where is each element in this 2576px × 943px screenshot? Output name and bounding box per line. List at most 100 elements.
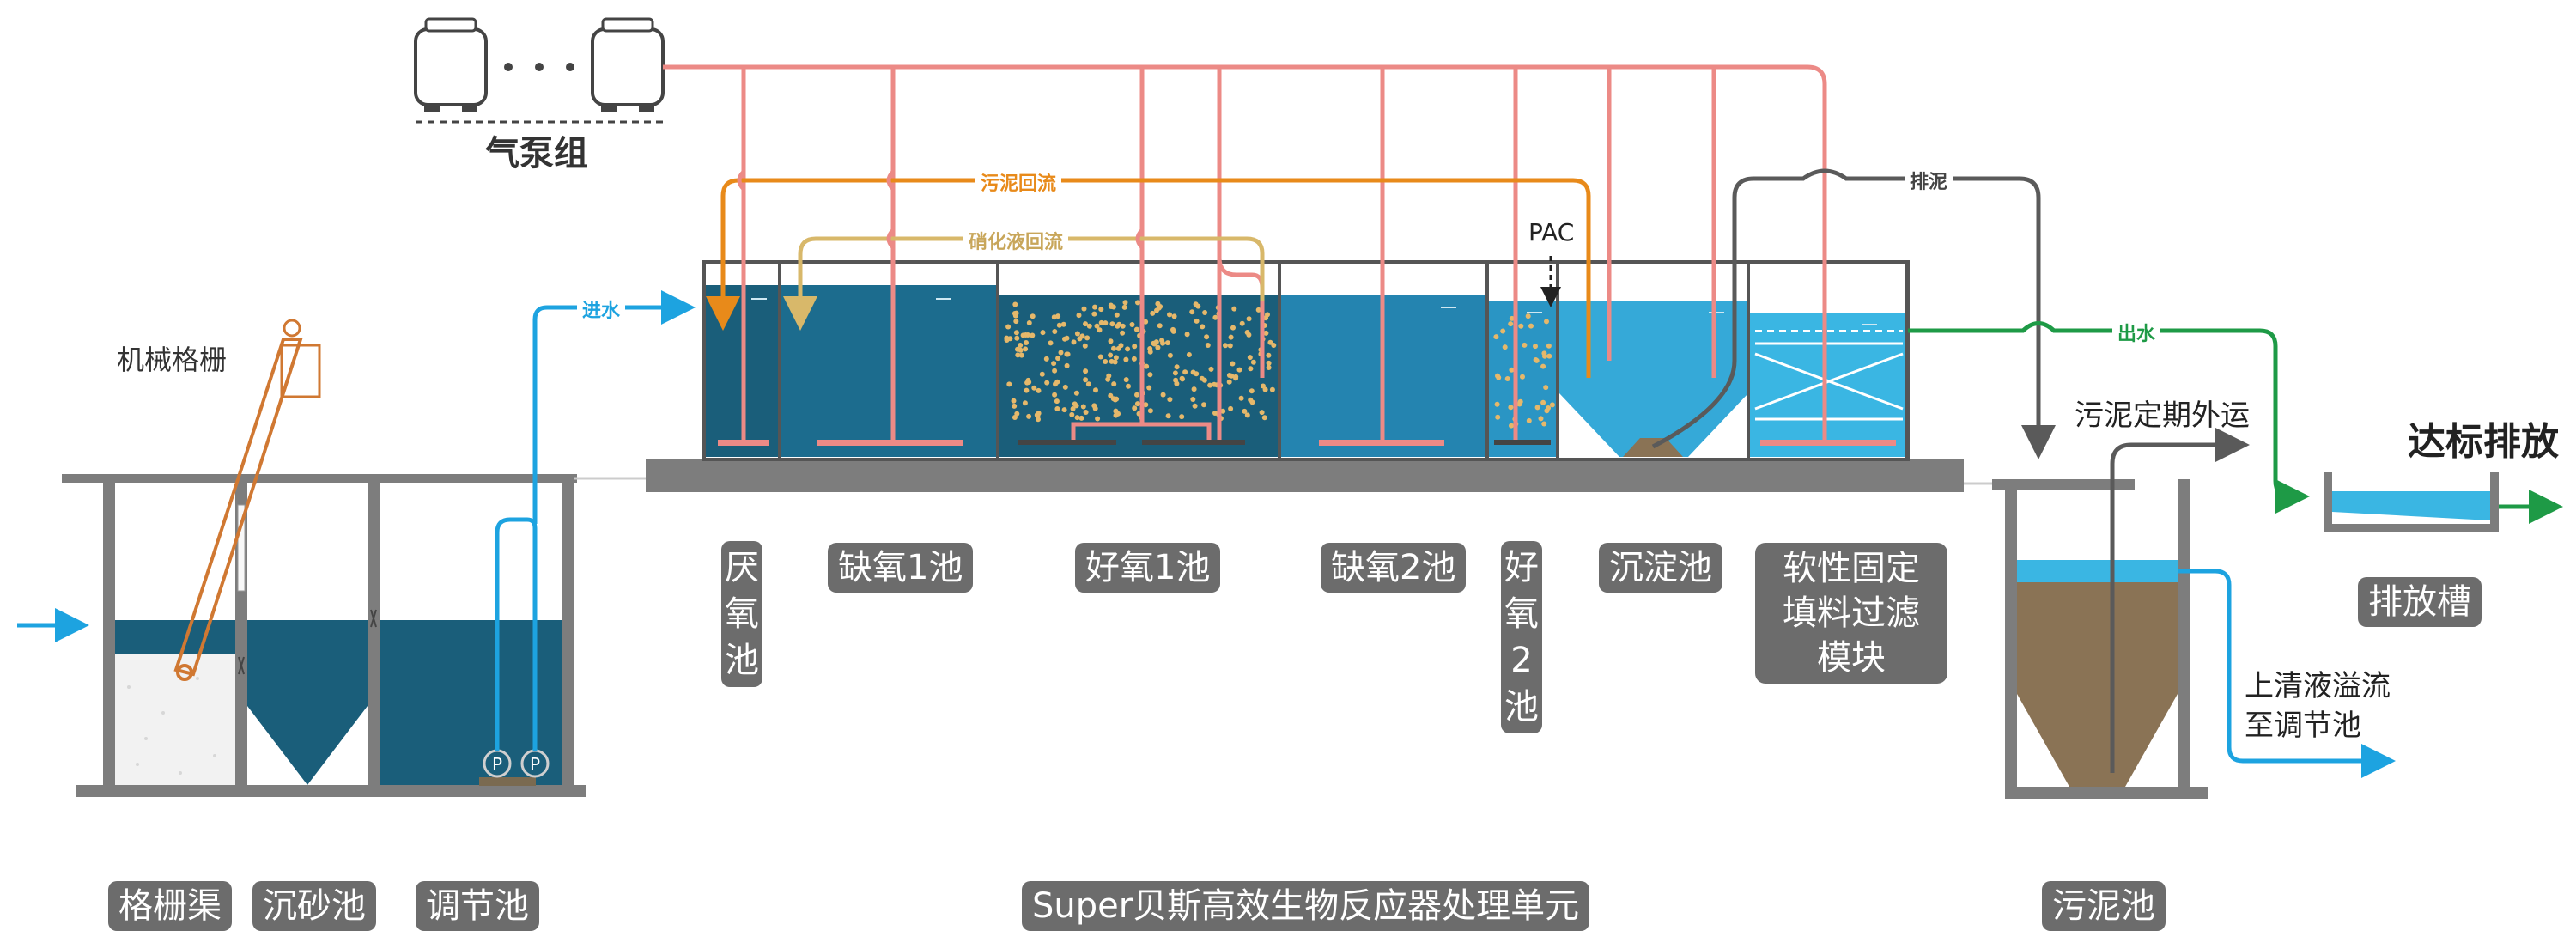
aeration-bubble — [1083, 368, 1089, 374]
pump-1-symbol: P — [492, 754, 502, 775]
sedimentation-label: 沉淀池 — [1599, 543, 1722, 593]
aeration-bubble — [1085, 381, 1091, 387]
discharge-standard-label: 达标排放 — [2408, 420, 2559, 464]
aeration-bubble — [1504, 376, 1510, 381]
aeration-bubble — [1233, 375, 1239, 381]
aeration-bubble — [1212, 411, 1218, 416]
aeration-bubble — [1114, 312, 1120, 318]
blower-group — [414, 17, 678, 124]
aeration-bubble — [1108, 338, 1114, 344]
aeration-bubble — [1035, 412, 1041, 418]
aeration-bubble — [1236, 367, 1242, 373]
aeration-bubble — [1147, 408, 1153, 414]
aeration-bubble — [1170, 328, 1176, 334]
aeration-bubble — [1147, 349, 1153, 355]
reactor-base — [646, 459, 1964, 492]
aeration-bubble — [1048, 340, 1054, 346]
aeration-bubble — [1267, 339, 1273, 345]
aeration-bubble — [1192, 403, 1198, 409]
aeration-bubble — [1083, 377, 1089, 383]
aeration-bubble — [1246, 316, 1252, 322]
aeration-bubble — [1122, 300, 1128, 306]
aeration-bubble — [1074, 415, 1080, 421]
aeration-bubble — [1190, 397, 1196, 402]
aeration-bubble — [1036, 387, 1042, 393]
aeration-bubble — [1262, 386, 1268, 392]
aeration-bubble — [1083, 321, 1088, 327]
aeration-bubble — [1022, 400, 1028, 406]
aeration-bubble — [1147, 372, 1153, 378]
aeration-bubble — [1044, 380, 1050, 386]
aeration-bubble — [1247, 355, 1253, 361]
aeration-bubble — [1052, 368, 1058, 374]
aeration-bubble — [1540, 399, 1546, 405]
aeration-bubble — [1230, 325, 1236, 331]
regulating-tank-label: 调节池 — [416, 881, 539, 931]
aeration-bubble — [1266, 352, 1272, 358]
aeration-bubble — [1052, 329, 1058, 334]
aeration-bubble — [1115, 345, 1121, 351]
anoxic-2-label: 缺氧2池 — [1321, 543, 1467, 593]
aeration-bubble — [1105, 376, 1111, 382]
aeration-bubble — [1014, 335, 1020, 341]
aeration-bubble — [1242, 408, 1248, 414]
aeration-bubble — [1094, 323, 1100, 329]
aeration-bubble — [1212, 314, 1218, 320]
aeration-bubble — [1103, 320, 1109, 326]
aeration-bubble — [1097, 327, 1103, 333]
aeration-bubble — [1157, 323, 1163, 329]
aeration-bubble — [1061, 407, 1067, 413]
aeration-bubble — [1201, 402, 1206, 408]
aeration-bubble — [1082, 343, 1088, 349]
aeration-bubble — [1259, 410, 1265, 416]
supernatant-label: 上清液溢流至调节池 — [2245, 669, 2391, 743]
aeration-bubble — [1207, 382, 1213, 388]
aeration-bubble — [1134, 392, 1139, 398]
aeration-bubble — [1494, 401, 1500, 407]
aeration-bubble — [1182, 369, 1188, 375]
mechanical-screen-label: 机械格栅 — [117, 344, 228, 376]
aeration-bubble — [1526, 417, 1532, 423]
sludge-return-pipe — [706, 178, 1591, 378]
aeration-bubble — [1146, 385, 1152, 391]
aeration-bubble — [1533, 344, 1538, 350]
aeration-bubble — [1069, 411, 1075, 417]
aeration-bubble — [1120, 323, 1126, 329]
aeration-bubble — [1098, 319, 1104, 325]
aeration-bubble — [1266, 365, 1272, 370]
aeration-bubble — [1012, 415, 1018, 420]
aeration-bubble — [1502, 344, 1508, 350]
aeration-bubble — [1238, 395, 1244, 401]
aeration-bubble — [1172, 370, 1178, 376]
aeration-bubble — [1226, 373, 1232, 378]
aeration-bubble — [1060, 321, 1066, 327]
aeration-bubble — [1109, 304, 1115, 309]
aeration-bubble — [1200, 324, 1206, 330]
aeration-bubble — [1125, 346, 1131, 352]
aeration-bubble — [1154, 307, 1159, 313]
aeration-bubble — [1113, 412, 1119, 418]
aeration-bubble — [1012, 403, 1018, 409]
aeration-bubble — [1097, 354, 1103, 360]
aeration-bubble — [1133, 326, 1139, 332]
aeration-bubble — [1167, 397, 1173, 403]
aeration-bubble — [1030, 332, 1036, 338]
aeration-bubble — [1121, 304, 1127, 310]
aeration-bubble — [1135, 300, 1140, 306]
aeration-bubble — [1064, 362, 1070, 368]
aeration-bubble — [1132, 405, 1138, 411]
aeration-bubble — [1015, 346, 1020, 352]
filter-module-label: 软性固定填料过滤模块 — [1755, 543, 1947, 684]
aeration-bubble — [1144, 363, 1150, 369]
aeration-bubble — [1223, 343, 1228, 349]
aerobic-2-label: 好氧2池 — [1501, 541, 1542, 733]
aeration-bubble — [1084, 335, 1091, 341]
aeration-bubble — [1129, 322, 1135, 327]
aeration-bubble — [1054, 398, 1060, 405]
aeration-bubble — [1534, 357, 1540, 363]
aeration-bubble — [1143, 402, 1149, 408]
aeration-bubble — [1086, 323, 1092, 329]
inflow-label: 进水 — [577, 295, 626, 323]
aeration-bubble — [1269, 386, 1275, 392]
aeration-bubble — [1153, 339, 1159, 345]
